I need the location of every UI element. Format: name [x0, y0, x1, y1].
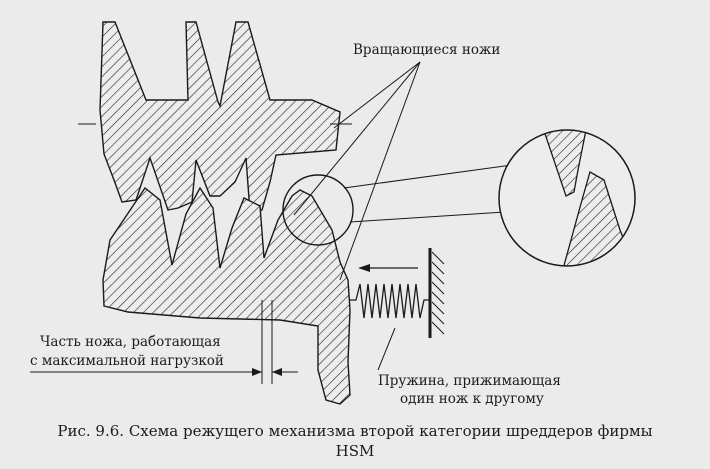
arrow-head-icon	[272, 368, 282, 376]
detail-connector-line	[349, 211, 506, 223]
lower-knife	[102, 186, 351, 405]
label-spring-line1: Пружина, прижимающая	[378, 373, 561, 389]
detail-circle-large	[499, 130, 635, 266]
leader-line	[333, 61, 421, 129]
label-rotating-knives: Вращающиеся ножи	[353, 42, 500, 58]
label-spring-line2: один нож к другому	[400, 391, 544, 407]
arrow-head-icon	[252, 368, 262, 376]
detail-connector-line	[343, 164, 513, 189]
arrow-head-icon	[358, 264, 370, 272]
upper-rotating-knife	[99, 21, 341, 213]
leader-line	[293, 61, 421, 216]
label-knife-part-line1: Часть ножа, работающая	[40, 334, 221, 350]
label-knife-part-line2: с максимальной нагрузкой	[30, 353, 224, 369]
figure-caption: Рис. 9.6. Схема режущего механизма второ…	[0, 421, 710, 461]
detail-circle-small	[282, 174, 354, 246]
caption-line2: HSM	[335, 442, 375, 460]
leader-line	[339, 61, 421, 281]
caption-line1: Рис. 9.6. Схема режущего механизма второ…	[57, 422, 653, 440]
leader-line	[377, 327, 396, 371]
wall-hatching	[431, 251, 445, 335]
spring	[350, 283, 430, 319]
